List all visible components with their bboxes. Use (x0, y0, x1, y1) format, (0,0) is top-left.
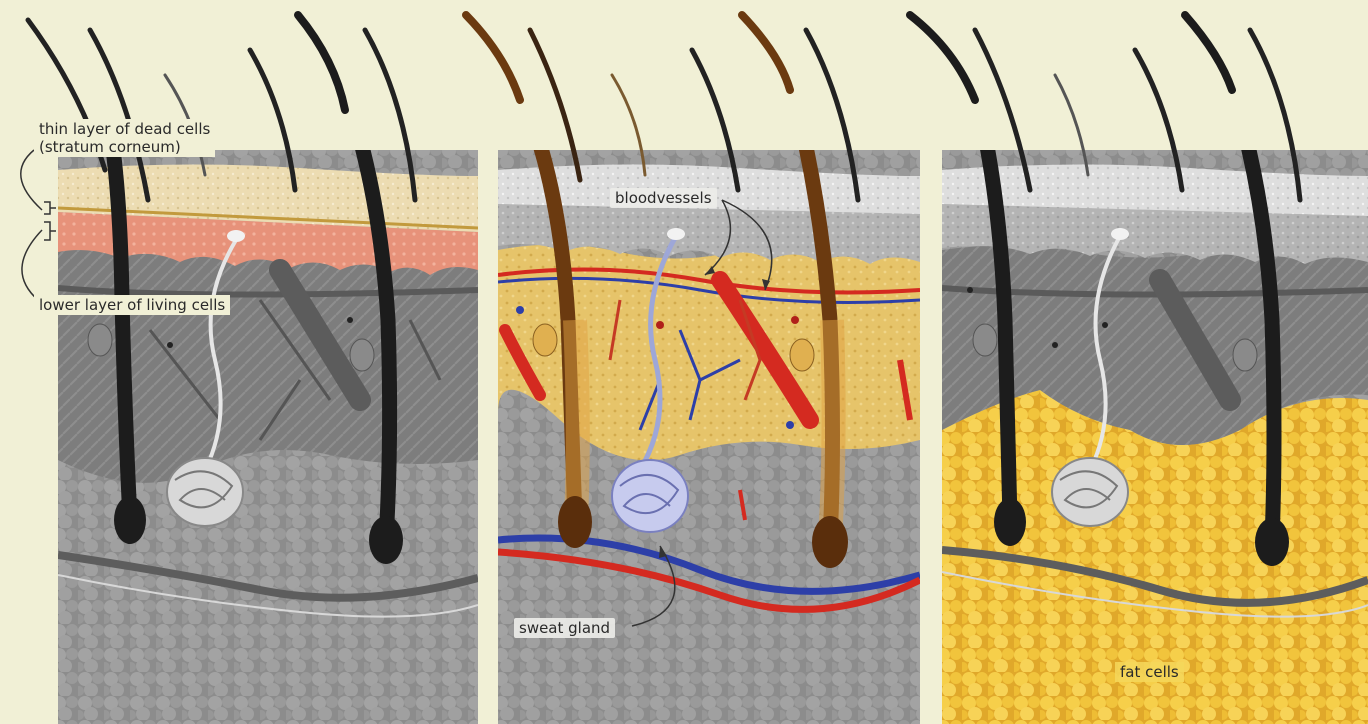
panel-right (942, 80, 1368, 724)
label-fat-cells: fat cells (1115, 662, 1184, 682)
label-dead-cells-line2: (stratum corneum) (39, 138, 210, 156)
sweat-gland-coil-left (167, 458, 243, 526)
label-dead-cells-line1: thin layer of dead cells (39, 120, 210, 138)
sweat-gland-coil-right (1052, 458, 1128, 526)
label-sweat-gland: sweat gland (514, 618, 615, 638)
label-bloodvessels: bloodvessels (610, 188, 717, 208)
sweat-gland-coil-middle (612, 460, 688, 532)
label-dead-cells: thin layer of dead cells (stratum corneu… (34, 119, 215, 157)
label-living-cells: lower layer of living cells (34, 295, 230, 315)
